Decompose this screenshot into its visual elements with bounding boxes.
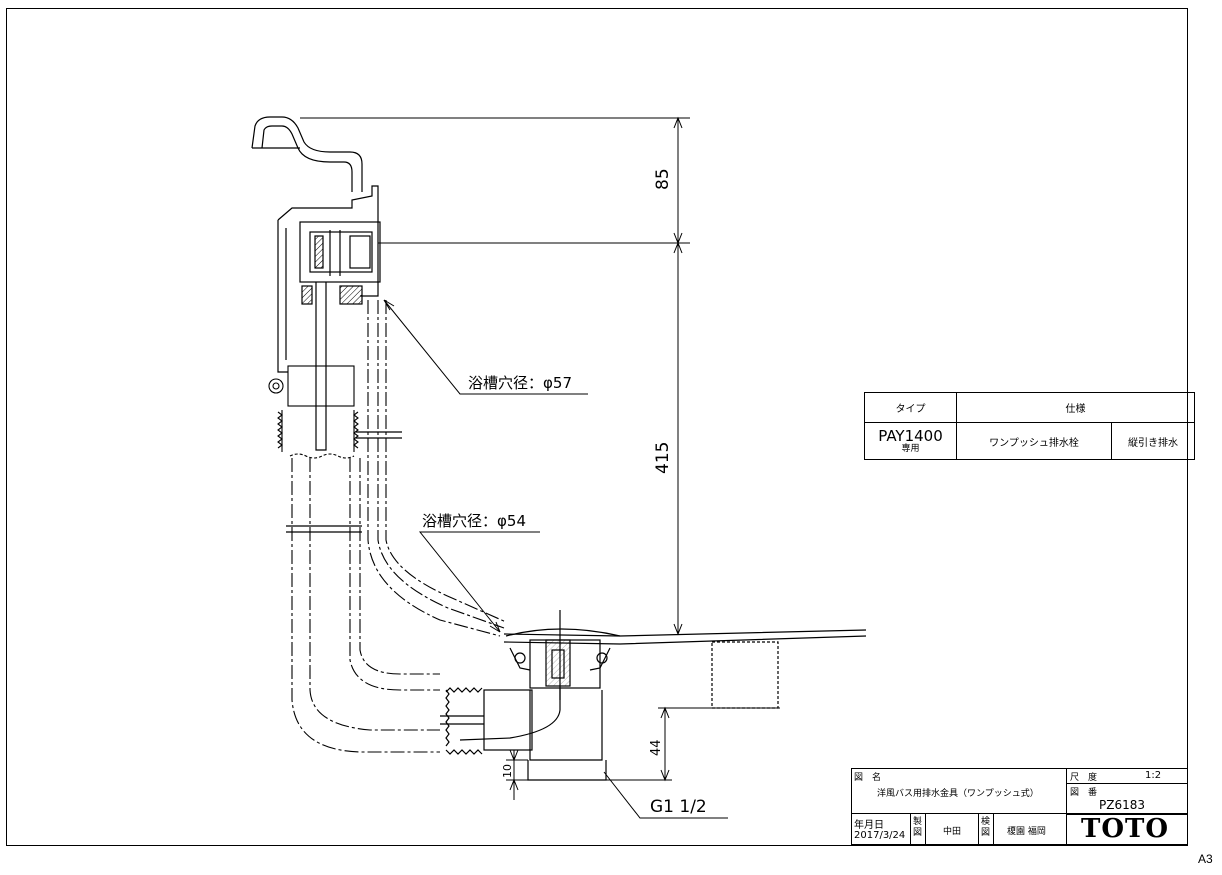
dim-44: 44 (649, 739, 664, 756)
date-label: 年月日 (854, 820, 884, 831)
leader-lines (383, 299, 728, 819)
overflow-housing (277, 185, 381, 451)
spec-header-spec: 仕様 (956, 392, 1195, 423)
dim-85: 85 (653, 168, 673, 190)
overflow-hose (268, 365, 359, 459)
scale-value: 1:2 (1145, 770, 1162, 781)
spec-table: タイプ 仕様 PAY1400 専用 ワンプッシュ排水栓 縦引き排水 (864, 392, 1195, 460)
made-value: 中田 (943, 827, 962, 837)
number-value: PZ6183 (1099, 798, 1145, 812)
number-cell (1066, 783, 1188, 815)
spec-feature-2: 縦引き排水 (1111, 422, 1195, 460)
spec-model-cell: PAY1400 専用 (864, 422, 957, 460)
thread-label: G1 1/2 (650, 797, 707, 817)
overflow-hole-callout: 浴槽穴径：φ57 (468, 374, 572, 392)
date-value: 2017/3/24 (854, 830, 906, 841)
pipe-breaks (286, 431, 402, 533)
name-value: 洋風バス用排水金具（ワンプッシュ式） (877, 789, 1039, 799)
check-value: 榎園 福岡 (1007, 827, 1046, 837)
made-label: 製図 (913, 817, 923, 838)
sheet-size-label: A3 (1198, 852, 1213, 866)
model-note: 専用 (901, 443, 920, 454)
spec-feature-1: ワンプッシュ排水栓 (956, 422, 1112, 460)
drain-hole-callout: 浴槽穴径：φ54 (422, 512, 526, 530)
dim-415: 415 (653, 442, 673, 474)
model-code: PAY1400 (878, 426, 943, 445)
scale-label: 尺 度 (1070, 773, 1098, 783)
overflow-cap (251, 116, 363, 192)
spec-header-type: タイプ (864, 392, 957, 423)
drain-body (440, 610, 621, 781)
brand-cell (1066, 813, 1188, 845)
dimension-lines (300, 116, 780, 800)
dim-10: 10 (501, 764, 514, 778)
title-block: 図 名 洋風バス用排水金具（ワンプッシュ式） 尺 度 1:2 図 番 PZ618… (851, 768, 1188, 845)
number-label: 図 番 (1070, 788, 1098, 798)
name-label: 図 名 (854, 773, 882, 783)
check-label: 検図 (981, 817, 991, 838)
connecting-hose (291, 300, 507, 753)
toto-logo: TOTO (1081, 814, 1169, 844)
